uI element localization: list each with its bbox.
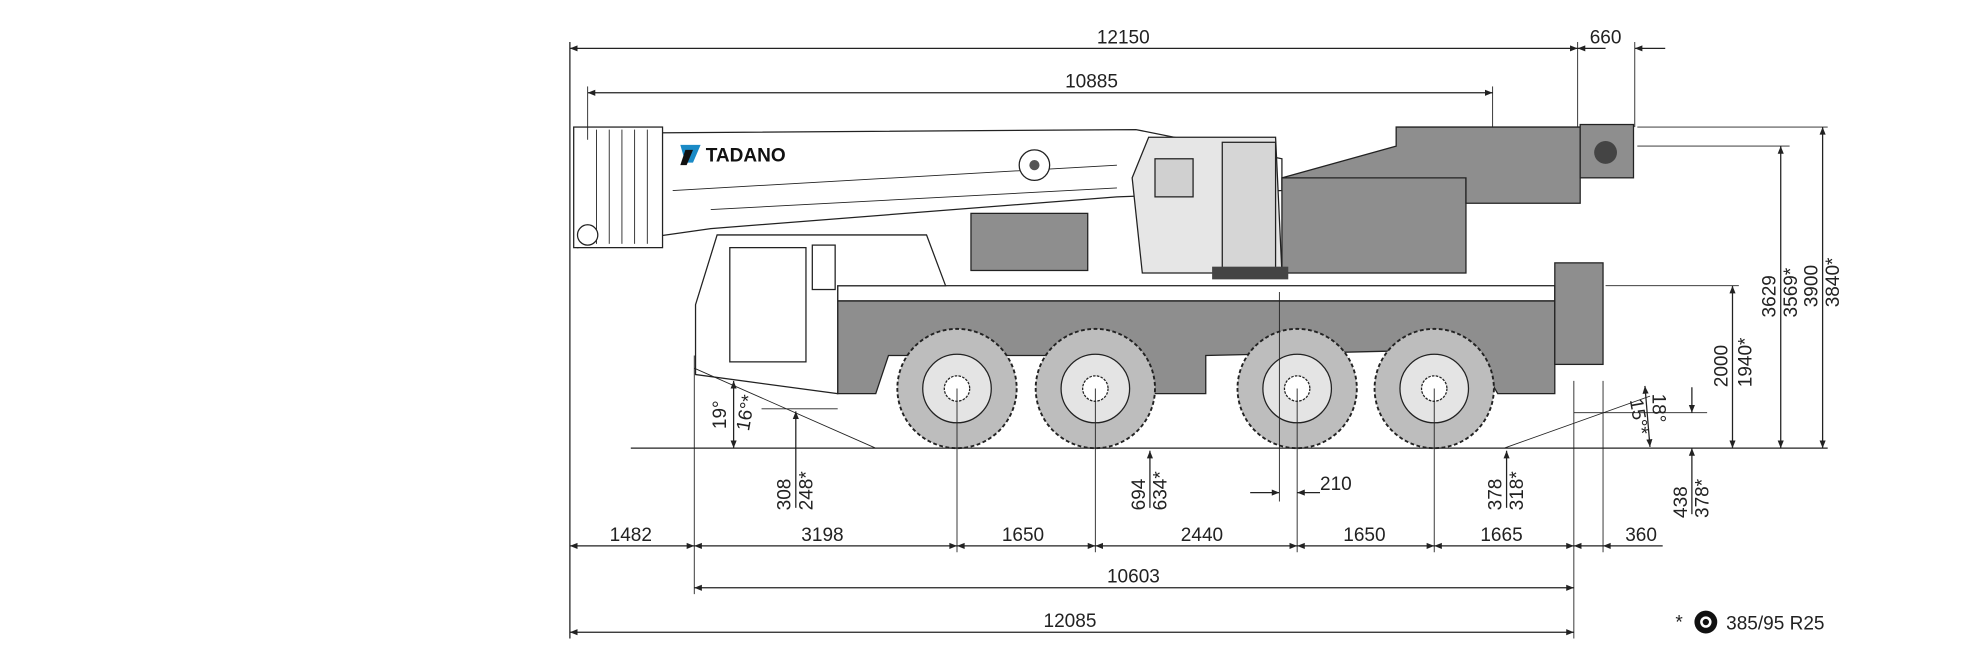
ground-clearances: 308 248* 694 634* 378 318* 438 378* [775, 387, 1713, 518]
tire-note-asterisk: * [1675, 612, 1683, 633]
dim-overall-length: 12150 [1097, 27, 1150, 48]
carrier-deck [837, 285, 1556, 302]
height-deck-b: 1940* [1736, 337, 1757, 387]
dim-axle4-rear: 1665 [1480, 525, 1522, 546]
dim-rear-end: 360 [1625, 525, 1657, 546]
dim-axle1-2: 1650 [1002, 525, 1044, 546]
dim-axle3-4: 1650 [1343, 525, 1385, 546]
dim-rear-overhang: 660 [1590, 27, 1622, 48]
height-cab-b: 3569* [1781, 267, 1802, 317]
dim-outrigger-span: 10603 [1107, 567, 1160, 588]
approach-angle-a: 19° [710, 400, 731, 429]
clearance-rear-b: 318* [1507, 471, 1528, 511]
height-cab-a: 3629 [1760, 275, 1781, 317]
top-dimensions: 12150 660 10885 [569, 27, 1666, 96]
bottom-dimensions: 1482 3198 1650 2440 1650 1665 360 10603 … [569, 474, 1663, 636]
clearance-front-b: 248* [796, 471, 817, 511]
dim-front-to-axle1: 3198 [801, 525, 843, 546]
counterweight-housing [1281, 177, 1467, 274]
departure-angle-a: 18° [1648, 394, 1669, 423]
tire-note: * 385/95 R25 [1675, 610, 1824, 635]
reference-lines [569, 42, 1828, 639]
angles: 19° 16°* 18° 15°* [710, 380, 1669, 449]
clearance-tail-b: 378* [1692, 478, 1713, 518]
dim-boom-length: 10885 [1065, 72, 1118, 93]
approach-angle-b: 16°* [733, 393, 760, 433]
heights: 2000 1940* 3629 3569* 3900 3840* [1711, 127, 1844, 449]
crane-illustration: TADANO [573, 123, 1635, 450]
tire-size-label: 385/95 R25 [1726, 614, 1824, 635]
svg-text:TADANO: TADANO [706, 145, 786, 166]
clearance-tail-a: 438 [1671, 486, 1692, 518]
clearance-rear-a: 378 [1486, 479, 1507, 511]
height-overall-b: 3840* [1823, 257, 1844, 307]
dim-total-length: 12085 [1044, 611, 1097, 632]
carrier-frame [837, 300, 1556, 395]
height-overall-a: 3900 [1802, 265, 1823, 307]
tadano-logo: TADANO [680, 144, 786, 166]
dim-offset-210: 210 [1320, 474, 1352, 495]
tire-icon [1694, 610, 1718, 634]
dim-front-overhang: 1482 [610, 525, 652, 546]
dim-axle2-3: 2440 [1181, 525, 1223, 546]
clearance-middle-a: 694 [1129, 478, 1150, 510]
clearance-front-a: 308 [775, 479, 796, 511]
clearance-middle-b: 634* [1150, 471, 1171, 511]
height-deck-a: 2000 [1711, 345, 1732, 387]
